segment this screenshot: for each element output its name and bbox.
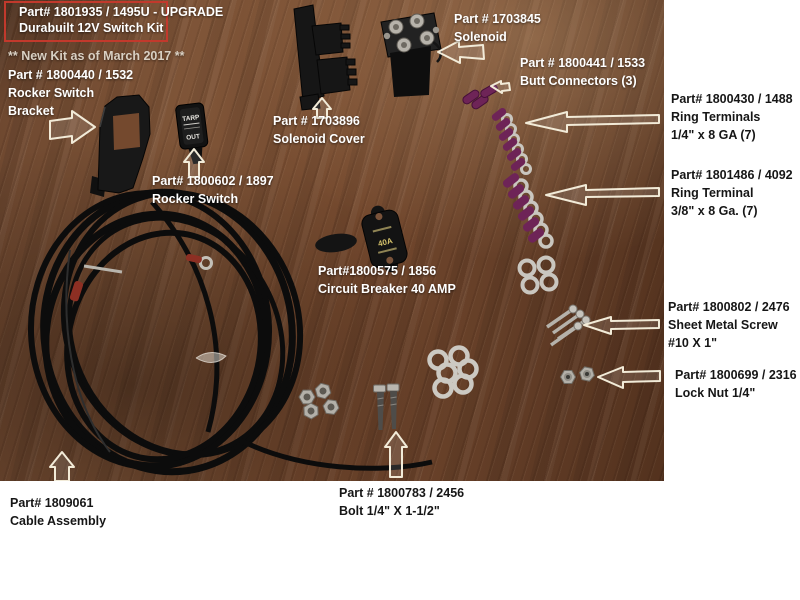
lock-nuts-photo — [559, 366, 595, 384]
parts-illustration: TARP OUT — [27, 4, 661, 481]
part-name: Solenoid — [454, 30, 507, 44]
label-cable-assembly: Part# 1809061 Cable Assembly — [10, 494, 106, 530]
kit-title-line1: Part# 1801935 / 1495U - UPGRADE — [19, 5, 224, 19]
kit-photo: TARP OUT — [0, 0, 664, 481]
rocker-switch-bracket-photo — [90, 94, 151, 197]
label-bolt: Part # 1800783 / 2456 Bolt 1/4" X 1-1/2" — [339, 484, 464, 520]
nuts-photo — [298, 382, 340, 420]
label-solenoid: Part # 1703845 Solenoid — [454, 10, 541, 46]
annotation-arrows — [49, 40, 661, 481]
label-rocker-switch-bracket: Part # 1800440 / 1532 Rocker Switch Brac… — [8, 66, 133, 120]
part-number: Part # 1703896 — [273, 114, 360, 128]
part-name: Sheet Metal Screw — [668, 318, 778, 332]
part-name: Ring Terminals — [671, 110, 761, 124]
part-number: Part# 1800602 / 1897 — [152, 174, 274, 188]
kit-title-highlight-box — [4, 1, 168, 42]
washers-photo — [427, 345, 479, 399]
part-name: Lock Nut 1/4" — [675, 386, 756, 400]
label-lock-nut: Part# 1800699 / 2316 Lock Nut 1/4" — [675, 366, 797, 402]
part-name: Solenoid Cover — [273, 132, 365, 146]
label-sheet-metal-screw: Part# 1800802 / 2476 Sheet Metal Screw #… — [668, 298, 790, 352]
label-circuit-breaker: Part#1800575 / 1856 Circuit Breaker 40 A… — [318, 262, 456, 298]
label-rocker-switch: Part# 1800602 / 1897 Rocker Switch — [152, 172, 274, 208]
part-name: Bolt 1/4" X 1-1/2" — [339, 504, 440, 518]
arrow-right-icon — [49, 110, 96, 144]
arrow-left-icon — [597, 366, 661, 389]
label-butt-connectors: Part # 1800441 / 1533 Butt Connectors (3… — [520, 54, 645, 90]
arrow-left-icon — [545, 184, 660, 206]
ring-terminals-quarter-inch-photo — [491, 107, 532, 175]
part-name: Cable Assembly — [10, 514, 107, 528]
part-number: Part # 1800783 / 2456 — [339, 486, 465, 500]
part-name: Rocker Switch — [152, 192, 239, 206]
part-number: Part# 1800802 / 2476 — [668, 300, 790, 314]
rocker-switch-marking-bottom: OUT — [186, 133, 201, 142]
cable-assembly-photo — [27, 188, 433, 476]
label-ring-terminals-quarter: Part# 1800430 / 1488 Ring Terminals 1/4"… — [671, 90, 793, 144]
label-solenoid-cover: Part # 1703896 Solenoid Cover — [273, 112, 365, 148]
arrow-up-icon — [312, 97, 332, 119]
part-number: Part# 1800430 / 1488 — [671, 92, 793, 106]
part-number: Part # 1703845 — [454, 12, 541, 26]
part-name: Butt Connectors (3) — [520, 74, 637, 88]
part-spec: #10 X 1" — [668, 336, 718, 350]
washers-small-photo — [517, 255, 559, 295]
solenoid-photo — [380, 12, 442, 97]
part-number: Part#1800575 / 1856 — [318, 264, 437, 278]
arrow-up-icon — [49, 451, 75, 481]
rocker-switch-marking-top: TARP — [182, 114, 201, 123]
part-number: Part # 1800441 / 1533 — [520, 56, 646, 70]
part-number: Part # 1800440 / 1532 — [8, 68, 134, 82]
label-ring-terminal-three-eighths: Part# 1801486 / 4092 Ring Terminal 3/8" … — [671, 166, 793, 220]
solenoid-cover-photo — [293, 4, 358, 111]
part-name: Circuit Breaker 40 AMP — [318, 282, 456, 296]
part-name: Bracket — [8, 104, 54, 118]
part-number: Part# 1809061 — [10, 496, 94, 510]
arrow-left-icon — [525, 111, 660, 133]
arrow-left-icon — [583, 316, 660, 335]
kit-title-line2: Durabuilt 12V Switch Kit — [19, 21, 164, 35]
part-number: Part# 1800699 / 2316 — [675, 368, 797, 382]
part-name: Rocker Switch — [8, 86, 95, 100]
kit-title: Part# 1801935 / 1495U - UPGRADE Durabuil… — [19, 4, 223, 36]
part-spec: 1/4" x 8 GA (7) — [671, 128, 756, 142]
part-number: Part# 1801486 / 4092 — [671, 168, 793, 182]
part-spec: 3/8" x 8 Ga. (7) — [671, 204, 758, 218]
arrow-up-icon — [384, 431, 408, 478]
arrow-left-icon — [490, 80, 511, 94]
arrow-left-icon — [437, 40, 485, 64]
new-kit-note: ** New Kit as of March 2017 ** — [8, 49, 185, 63]
circuit-breaker-photo: 40A — [361, 205, 408, 273]
circuit-breaker-rating-marking: 40A — [377, 236, 394, 248]
ring-terminals-three-eighths-photo — [502, 173, 554, 249]
rocker-switch-photo: TARP OUT — [175, 102, 209, 165]
arrow-up-icon — [183, 148, 205, 178]
bolts-photo — [373, 383, 400, 430]
part-name: Ring Terminal — [671, 186, 754, 200]
sheet-metal-screws-photo — [546, 304, 591, 347]
